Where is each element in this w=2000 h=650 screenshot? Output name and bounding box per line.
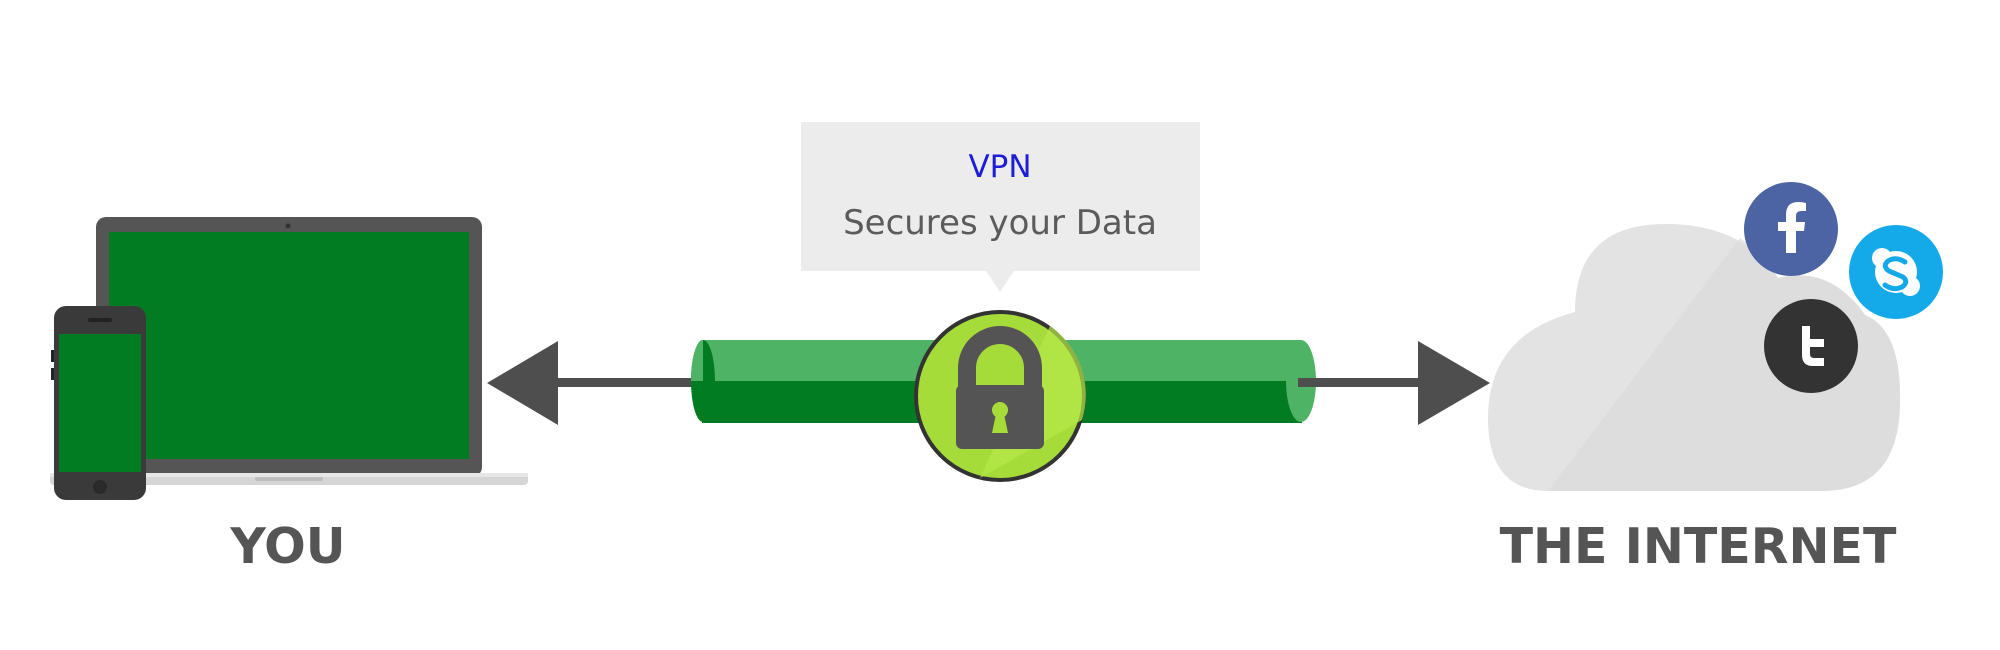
label-the-internet: THE INTERNET: [1500, 518, 1897, 575]
twitter-icon: [1764, 299, 1858, 393]
label-you: YOU: [229, 518, 345, 575]
tooltip-title: VPN: [968, 149, 1031, 185]
arrow-left-icon: [487, 341, 692, 425]
facebook-icon: [1744, 182, 1838, 276]
tooltip: VPN Secures your Data: [801, 122, 1200, 292]
laptop-icon: [50, 217, 528, 485]
lock-icon: [914, 310, 1086, 482]
laptop-screen: [109, 232, 469, 459]
arrow-right-icon: [1298, 341, 1490, 425]
skype-icon: [1849, 225, 1943, 319]
phone-screen: [59, 334, 141, 472]
phone-icon: [51, 306, 146, 500]
tooltip-subtitle: Secures your Data: [843, 203, 1157, 243]
